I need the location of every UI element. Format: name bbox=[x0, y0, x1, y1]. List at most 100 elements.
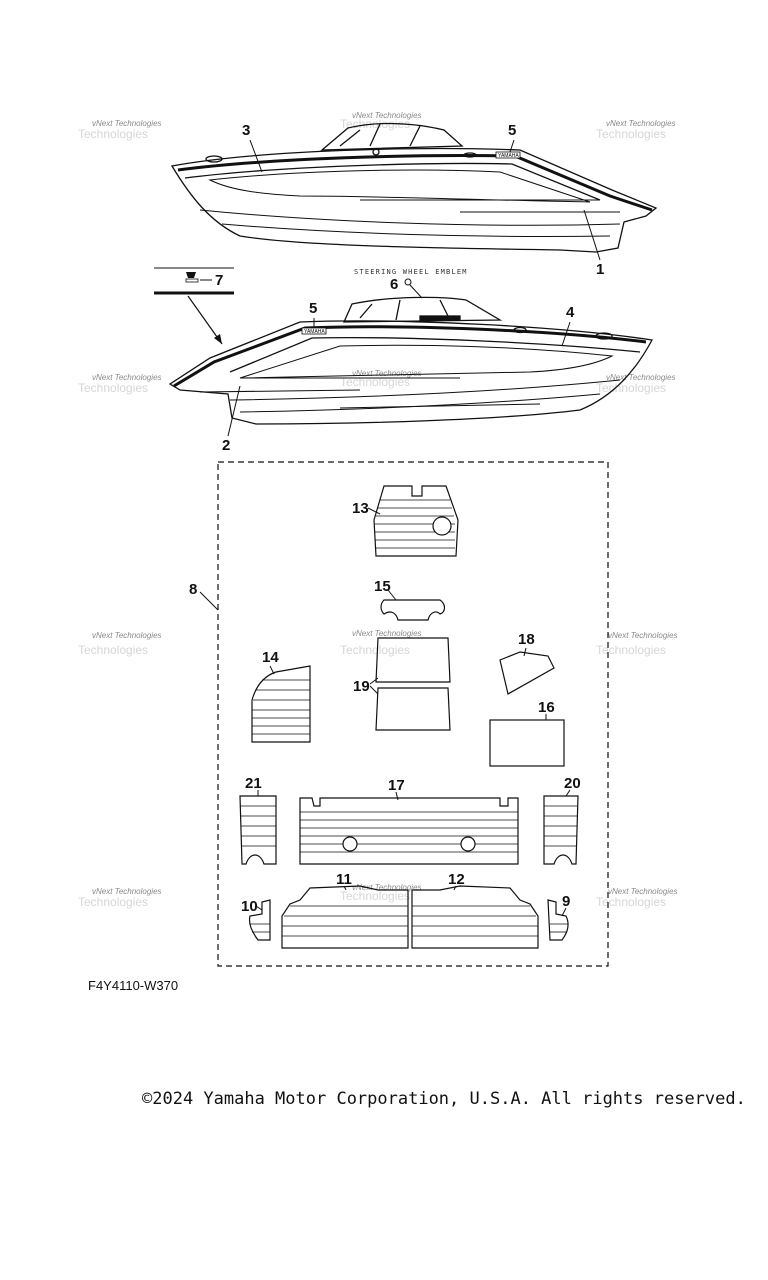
svg-text:21: 21 bbox=[245, 775, 262, 792]
svg-text:Technologies: Technologies bbox=[78, 895, 148, 909]
svg-text:vNext Technologies: vNext Technologies bbox=[606, 373, 676, 382]
svg-text:12: 12 bbox=[448, 871, 465, 888]
svg-text:vNext Technologies: vNext Technologies bbox=[606, 119, 676, 128]
svg-text:Technologies: Technologies bbox=[340, 643, 410, 657]
mat-9 bbox=[547, 899, 569, 941]
mat-11 bbox=[281, 885, 409, 949]
callout-15: 15 bbox=[374, 578, 397, 601]
svg-text:vNext Technologies: vNext Technologies bbox=[352, 883, 422, 892]
watermark: Technologies vNext Technologies bbox=[340, 629, 422, 657]
callout-9: 9 bbox=[561, 893, 570, 917]
emblem-detail: 7 bbox=[154, 267, 234, 345]
callout-14: 14 bbox=[262, 649, 279, 675]
mat-kit-box bbox=[217, 461, 609, 967]
callout-8: 8 bbox=[189, 581, 219, 611]
callout-21: 21 bbox=[245, 775, 262, 796]
svg-text:YAMAHA: YAMAHA bbox=[304, 329, 325, 335]
svg-text:vNext Technologies: vNext Technologies bbox=[608, 887, 678, 896]
svg-text:vNext Technologies: vNext Technologies bbox=[352, 111, 422, 120]
callout-11: 11 bbox=[336, 871, 352, 891]
svg-text:13: 13 bbox=[352, 500, 369, 517]
svg-text:18: 18 bbox=[518, 631, 535, 648]
svg-text:1: 1 bbox=[596, 261, 604, 278]
svg-text:vNext Technologies: vNext Technologies bbox=[352, 369, 422, 378]
svg-text:19: 19 bbox=[353, 678, 370, 695]
svg-text:vNext Technologies: vNext Technologies bbox=[92, 631, 162, 640]
callout-2: 2 bbox=[222, 385, 241, 454]
svg-text:Technologies: Technologies bbox=[78, 127, 148, 141]
mat-14 bbox=[251, 665, 311, 743]
mat-13 bbox=[373, 485, 459, 557]
mat-21 bbox=[239, 795, 277, 865]
callout-10: 10 bbox=[241, 898, 263, 915]
svg-text:vNext Technologies: vNext Technologies bbox=[92, 119, 162, 128]
svg-text:16: 16 bbox=[538, 699, 555, 716]
svg-text:5: 5 bbox=[508, 122, 516, 139]
diagram-code: F4Y4110-W370 bbox=[88, 978, 179, 993]
svg-text:vNext Technologies: vNext Technologies bbox=[352, 629, 422, 638]
svg-text:20: 20 bbox=[564, 775, 581, 792]
svg-text:Technologies: Technologies bbox=[78, 643, 148, 657]
mat-10 bbox=[248, 899, 271, 941]
callout-13: 13 bbox=[352, 500, 381, 517]
svg-text:6: 6 bbox=[390, 276, 398, 293]
mat-17 bbox=[299, 797, 519, 865]
svg-text:11: 11 bbox=[336, 871, 352, 888]
mat-15 bbox=[380, 599, 446, 621]
svg-text:Technologies: Technologies bbox=[596, 643, 666, 657]
svg-text:5: 5 bbox=[309, 300, 317, 317]
svg-text:Technologies: Technologies bbox=[78, 381, 148, 395]
mat-16 bbox=[489, 719, 565, 767]
callout-4: 4 bbox=[561, 304, 575, 347]
callout-17: 17 bbox=[388, 777, 405, 801]
svg-text:2: 2 bbox=[222, 437, 230, 454]
svg-text:Technologies: Technologies bbox=[596, 381, 666, 395]
svg-text:vNext Technologies: vNext Technologies bbox=[92, 887, 162, 896]
svg-text:YAMAHA: YAMAHA bbox=[498, 153, 519, 159]
callout-12: 12 bbox=[448, 871, 465, 891]
svg-text:vNext Technologies: vNext Technologies bbox=[92, 373, 162, 382]
svg-text:7: 7 bbox=[215, 272, 223, 289]
callout-1: 1 bbox=[583, 209, 604, 278]
boat-port-view: YAMAHA bbox=[168, 296, 654, 425]
callout-3: 3 bbox=[242, 122, 263, 173]
svg-text:vNext Technologies: vNext Technologies bbox=[608, 631, 678, 640]
svg-text:17: 17 bbox=[388, 777, 405, 794]
svg-text:4: 4 bbox=[566, 304, 575, 321]
emblem-caption: STEERING WHEEL EMBLEM bbox=[354, 268, 468, 276]
mat-19-upper bbox=[375, 637, 451, 683]
mat-19-lower bbox=[375, 687, 451, 731]
watermark: Technologies vNext Technologies bbox=[78, 631, 162, 657]
callout-20: 20 bbox=[564, 775, 581, 797]
svg-text:14: 14 bbox=[262, 649, 279, 666]
svg-text:15: 15 bbox=[374, 578, 391, 595]
callout-6: 6 bbox=[390, 276, 423, 299]
callout-5-bottom: 5 bbox=[309, 300, 317, 328]
callout-19: 19 bbox=[353, 677, 379, 695]
mat-20 bbox=[543, 795, 579, 865]
svg-text:Technologies: Technologies bbox=[596, 895, 666, 909]
svg-text:9: 9 bbox=[562, 893, 570, 910]
callout-18: 18 bbox=[518, 631, 535, 657]
callout-5-top: 5 bbox=[508, 122, 516, 153]
svg-text:Technologies: Technologies bbox=[340, 889, 410, 903]
boat-starboard-view: YAMAHA bbox=[170, 122, 658, 253]
mat-18 bbox=[499, 651, 555, 695]
mat-12 bbox=[411, 885, 539, 949]
copyright-notice: ©2024 Yamaha Motor Corporation, U.S.A. A… bbox=[142, 1089, 746, 1109]
svg-text:8: 8 bbox=[189, 581, 197, 598]
callout-16: 16 bbox=[538, 699, 555, 720]
watermark: Technologies vNext Technologies bbox=[596, 631, 678, 657]
svg-text:Technologies: Technologies bbox=[596, 127, 666, 141]
